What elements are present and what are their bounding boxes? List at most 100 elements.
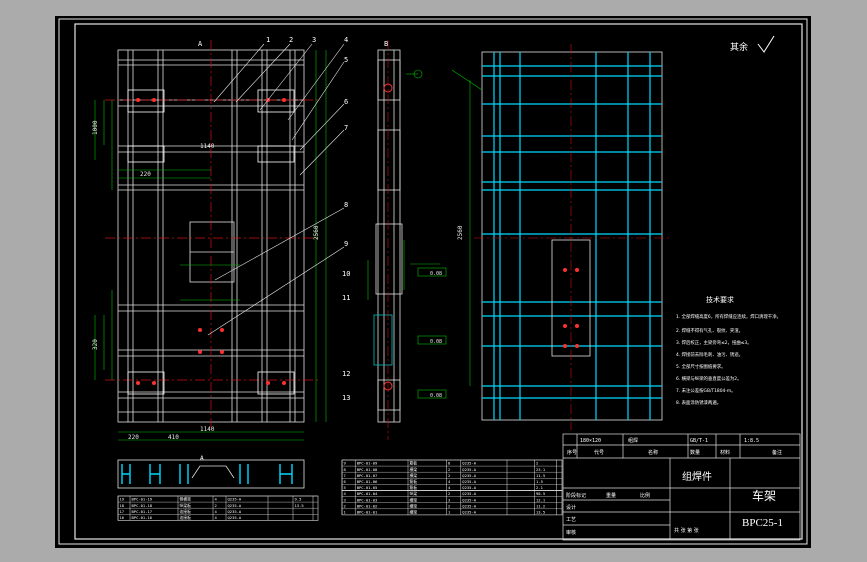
bom-cell: 2	[344, 503, 346, 508]
weight-label: 重量	[606, 492, 616, 499]
bom-cell: 7	[344, 473, 346, 478]
section-mark-c: A	[200, 455, 204, 462]
stage-label: 阶段标记	[566, 492, 586, 499]
bom-cell: BPC-01-05	[357, 485, 378, 490]
bom-cell: 纵梁板	[180, 503, 192, 508]
tech-req-line: 2. 焊缝不得有气孔、裂纹、夹渣。	[676, 327, 743, 334]
bom-cell: 6	[344, 479, 347, 484]
bom-cell: 4	[215, 515, 218, 520]
bom-cell: 2	[215, 503, 217, 508]
plan-view: 2560	[451, 44, 670, 430]
bom-cell: 18	[120, 503, 125, 508]
bom-cell: 4	[215, 509, 218, 514]
tolerance-text: 0.08 0.08 0.08	[430, 271, 442, 399]
model-space-area	[55, 16, 811, 548]
balloon-6: 6	[344, 98, 348, 106]
bom-cell: 4	[448, 485, 451, 490]
balloon-group: 1 2 3 4 5 6 7 8 9 10 11 12 13	[266, 36, 350, 402]
balloon-13: 13	[342, 394, 350, 402]
dim-overall-width: 1140	[200, 143, 215, 150]
bom-cell: 19	[120, 497, 125, 502]
dim-bottom-1: 220	[128, 434, 139, 441]
balloon-10: 10	[342, 270, 350, 278]
side-view-dimensions	[367, 69, 447, 399]
bom-cell: BPC-01-07	[357, 473, 378, 478]
bom-cell: Q235-A	[462, 491, 476, 496]
outer-frame	[58, 18, 808, 545]
bom-cell: BPC-01-06	[357, 479, 378, 484]
balloon-1: 1	[266, 36, 270, 44]
row1-scale: 1:8.5	[744, 438, 759, 444]
bom-cell: 2	[448, 491, 450, 496]
roughness-label: 其余	[730, 41, 748, 53]
balloon-4: 4	[344, 36, 348, 44]
bom-cell: Q235-A	[462, 510, 476, 515]
bom-cell: Q235-A	[228, 503, 242, 508]
balloon-3: 3	[312, 36, 316, 44]
bom-cell: BPC-01-09	[357, 461, 378, 466]
bom-cell: 纵梁	[410, 491, 418, 496]
bom-cell: 横梁	[410, 503, 418, 508]
dim-d1: 220	[140, 171, 151, 178]
tech-req-line: 5. 全部尺寸按图纸要求。	[676, 363, 726, 370]
bom-cell: Q235-A	[228, 497, 242, 502]
bom-cell: Q235-A	[462, 467, 476, 472]
dim-overall-height: 2560	[313, 225, 320, 240]
roughness-check-icon	[757, 35, 775, 53]
inner-frame	[74, 23, 803, 540]
sheet-label: 共 张 第 张	[674, 527, 699, 534]
bom-cell: 连接板	[180, 509, 192, 514]
bom-cell: 3	[344, 497, 346, 502]
approve-label: 审核	[566, 529, 576, 536]
front-view-bolt-pads	[127, 89, 295, 395]
bom-cell: 98.5	[536, 491, 545, 496]
section-mark-b: B	[384, 40, 388, 48]
bom-cell: 筋板	[410, 461, 418, 466]
bom-cell: 2.1	[536, 485, 544, 490]
bom-cell: 11.2	[536, 503, 545, 508]
bom-cell: 16	[120, 515, 125, 520]
bom-cell: BPC-01-04	[357, 491, 378, 496]
drawing-title: 车架	[752, 488, 776, 503]
tolerance-2: 0.08	[430, 339, 442, 345]
side-view	[373, 49, 403, 423]
balloon-12: 12	[342, 370, 350, 378]
bom-cell: 23.1	[536, 467, 546, 472]
drawing-number: BPC25-1	[742, 517, 783, 529]
tech-req-heading: 技术要求	[706, 295, 734, 304]
balloon-7: 7	[344, 124, 348, 132]
dim-bottom-3: 1140	[200, 426, 215, 433]
bom-cell: 5	[344, 485, 346, 490]
balloon-9: 9	[344, 240, 348, 248]
bom-cell: 11.5	[536, 473, 545, 478]
bom-cell: 4	[448, 479, 451, 484]
bom-cell: Q235-A	[462, 479, 476, 484]
craft-label: 工艺	[566, 517, 576, 523]
section-mark-a: A	[198, 40, 203, 48]
bom-cell: BPC-01-03	[357, 497, 378, 502]
bom-cell: BPC-01-08	[357, 467, 378, 472]
bom-cell: BPC-01-17	[132, 509, 153, 514]
bom-cell: 8	[448, 461, 451, 466]
bom-cell: Q235-A	[462, 503, 476, 508]
row1-code: 180×120	[580, 438, 601, 444]
bom-cell: 9.5	[295, 497, 302, 502]
col-name: 名称	[648, 449, 658, 456]
bom-cell: 筋板	[410, 485, 418, 490]
bom-cell: 连接板	[180, 515, 192, 520]
bom-cell: 13.5	[295, 503, 304, 508]
balloon-2: 2	[289, 36, 293, 44]
bom-cell: 2	[448, 473, 450, 478]
assembly-label: 组焊件	[682, 470, 712, 483]
bom-cell: Q235-A	[462, 497, 476, 502]
bom-cell: Q235-A	[228, 509, 242, 514]
col-code: 代号	[594, 449, 604, 456]
dim-side-1: 1000	[92, 120, 99, 135]
leader-lines	[207, 43, 345, 336]
bom-cell: 4	[344, 491, 347, 496]
dim-d3: 320	[92, 339, 99, 350]
bom-cell: 筋板	[410, 479, 418, 484]
front-view-dimensions	[94, 50, 327, 441]
